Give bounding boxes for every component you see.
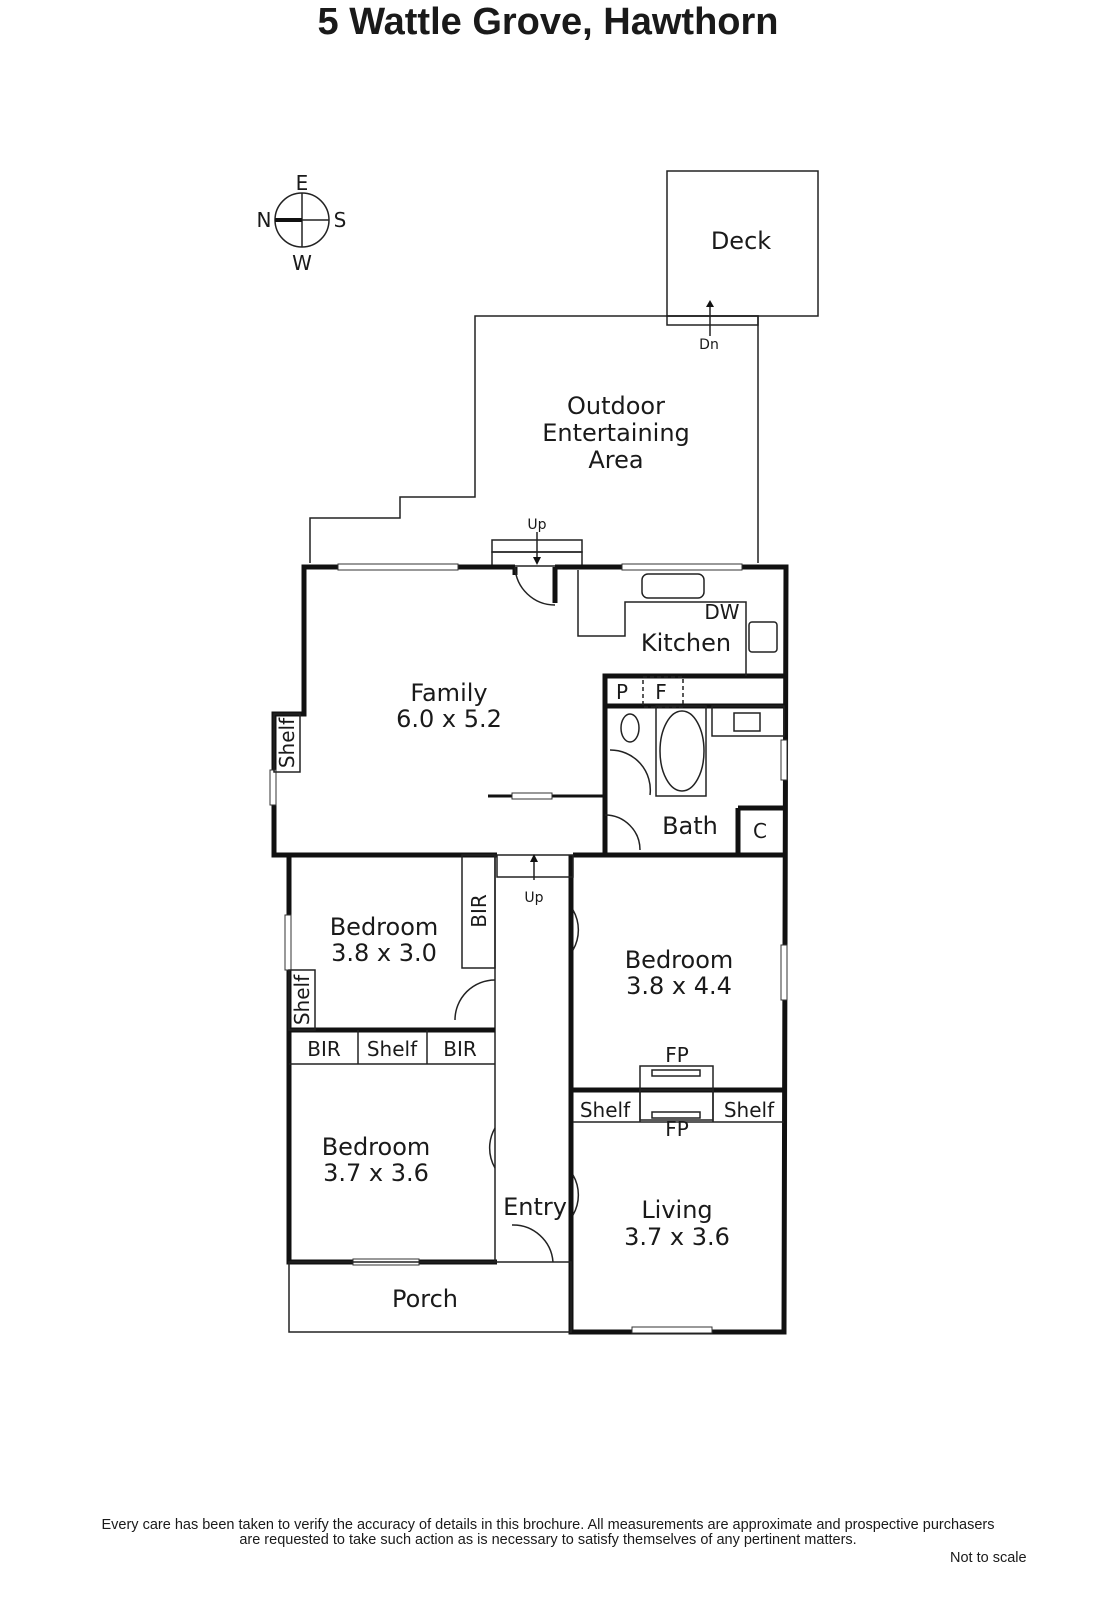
disclaimer-line-1: Every care has been taken to verify the … <box>101 1517 995 1533</box>
toilet-icon <box>620 713 640 743</box>
room-bedroom-3: Bedroom <box>322 1133 431 1161</box>
bathtub-icon <box>659 710 705 792</box>
stairs-up-label: Up <box>527 517 546 533</box>
room-family: Family <box>410 679 487 707</box>
compass-e: E <box>296 171 309 195</box>
room-entry: Entry <box>503 1193 567 1221</box>
room-porch: Porch <box>392 1285 458 1313</box>
compass-icon: E N S W <box>257 171 347 275</box>
pantry-label: P <box>616 680 628 704</box>
shelf-label: Shelf <box>275 717 299 768</box>
room-kitchen: Kitchen <box>641 629 731 657</box>
bir-label: BIR <box>443 1037 477 1061</box>
room-family-dims: 6.0 x 5.2 <box>396 705 502 733</box>
compass-w: W <box>292 251 312 275</box>
cupboard-label: C <box>753 819 767 843</box>
porch-outline <box>288 1261 572 1333</box>
fireplace-label: FP <box>665 1043 689 1067</box>
page-title: 5 Wattle Grove, Hawthorn <box>317 1 779 43</box>
shelf-label: Shelf <box>367 1037 418 1061</box>
room-bedroom-2: Bedroom <box>625 946 734 974</box>
compass-n: N <box>257 208 272 232</box>
bir-label: BIR <box>467 894 491 928</box>
compass-s: S <box>334 208 347 232</box>
sink-icon <box>641 573 705 599</box>
room-bath: Bath <box>662 812 718 840</box>
room-bedroom-1: Bedroom <box>330 913 439 941</box>
disclaimer: Every care has been taken to verify the … <box>0 1518 1096 1548</box>
stairs-up-hall-label: Up <box>524 890 543 906</box>
disclaimer-line-2: are requested to take such action as is … <box>239 1532 857 1548</box>
cooktop-icon <box>748 621 778 653</box>
dishwasher-label: DW <box>704 600 739 624</box>
room-living-dims: 3.7 x 3.6 <box>624 1223 730 1251</box>
shelf-label: Shelf <box>580 1098 631 1122</box>
stairs-down-label: Dn <box>699 337 719 353</box>
not-to-scale-note: Not to scale <box>950 1550 1027 1566</box>
room-bedroom-3-dims: 3.7 x 3.6 <box>323 1159 429 1187</box>
outdoor-label-1: Outdoor <box>567 392 665 420</box>
fridge-label: F <box>655 680 667 704</box>
outdoor-label-2: Entertaining <box>542 419 690 447</box>
room-living: Living <box>641 1196 712 1224</box>
room-bedroom-2-dims: 3.8 x 4.4 <box>626 972 732 1000</box>
shelf-label: Shelf <box>290 974 314 1025</box>
fireplace-label: FP <box>665 1117 689 1141</box>
bir-label: BIR <box>307 1037 341 1061</box>
outdoor-label-3: Area <box>588 446 643 474</box>
room-deck: Deck <box>711 227 771 255</box>
shelf-label: Shelf <box>724 1098 775 1122</box>
room-bedroom-1-dims: 3.8 x 3.0 <box>331 939 437 967</box>
